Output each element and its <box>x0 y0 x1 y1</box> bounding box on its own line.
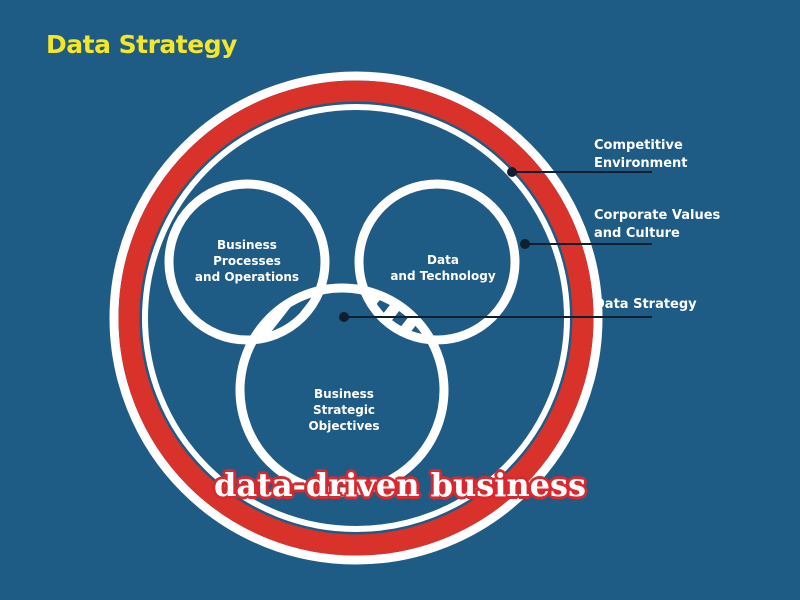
callout-competitive-environment: Competitive Environment <box>594 138 688 171</box>
set-label-technology: Data and Technology <box>390 253 496 283</box>
callout-data-strategy: Data Strategy <box>594 297 697 312</box>
set-circle-processes <box>164 179 330 345</box>
set-circle-technology <box>354 179 520 345</box>
set-label-processes: Business Processes and Operations <box>194 238 300 284</box>
leader-dot-strategy <box>339 312 349 322</box>
diagram-title: Data Strategy <box>46 30 237 59</box>
caption-text: data-driven business <box>213 466 587 504</box>
leader-dot-corporate <box>520 239 530 249</box>
callout-corporate-values: Corporate Values and Culture <box>594 208 721 241</box>
set-label-objectives: Business Strategic Objectives <box>308 387 380 433</box>
leader-dot-competitive <box>507 167 517 177</box>
set-circle-objectives <box>235 283 449 497</box>
